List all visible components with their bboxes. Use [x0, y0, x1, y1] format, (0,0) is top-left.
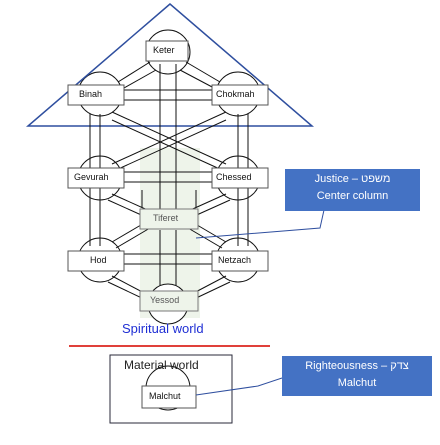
spiritual-world-label: Spiritual world	[122, 321, 204, 336]
justice-callout: Justice – משפט Center column	[285, 169, 420, 211]
hod-label: Hod	[90, 255, 107, 265]
gevurah-label: Gevurah	[74, 172, 109, 182]
righteousness-callout-title: Righteousness – צדק	[305, 360, 409, 372]
callout-connectors	[195, 209, 325, 396]
justice-connector	[195, 209, 325, 239]
yessod-box	[139, 290, 199, 312]
gevurah-box	[67, 167, 125, 189]
justice-callout-title: Justice – משפט	[314, 173, 391, 185]
binah-label: Binah	[79, 89, 103, 99]
chokmah-label: Chokmah	[216, 89, 255, 99]
keter-label: Keter	[153, 45, 175, 55]
malchut-label: Malchut	[149, 391, 181, 401]
righteousness-callout-subtitle: Malchut	[337, 377, 377, 389]
label-boxes	[67, 40, 269, 272]
hod-box	[67, 250, 125, 272]
material-world-label: Material world	[124, 358, 199, 372]
chessed-label: Chessed	[216, 172, 252, 182]
righteousness-callout: Righteousness – צדק Malchut	[282, 356, 432, 396]
material-world-frame	[109, 354, 233, 424]
keter-box	[145, 40, 189, 62]
netzach-label: Netzach	[218, 255, 252, 265]
malchut-box	[141, 385, 197, 409]
netzach-box	[211, 250, 269, 272]
tiferet-box	[139, 208, 199, 230]
center-label-boxes	[139, 208, 199, 312]
chessed-box	[211, 167, 269, 189]
yessod-label: Yessod	[150, 295, 180, 305]
righteousness-connector	[195, 377, 283, 396]
tiferet-label: Tiferet	[153, 213, 179, 223]
chokmah-box	[211, 84, 269, 106]
justice-callout-subtitle: Center column	[316, 190, 389, 202]
binah-box	[67, 84, 125, 106]
supernal-triangle	[25, 3, 315, 127]
